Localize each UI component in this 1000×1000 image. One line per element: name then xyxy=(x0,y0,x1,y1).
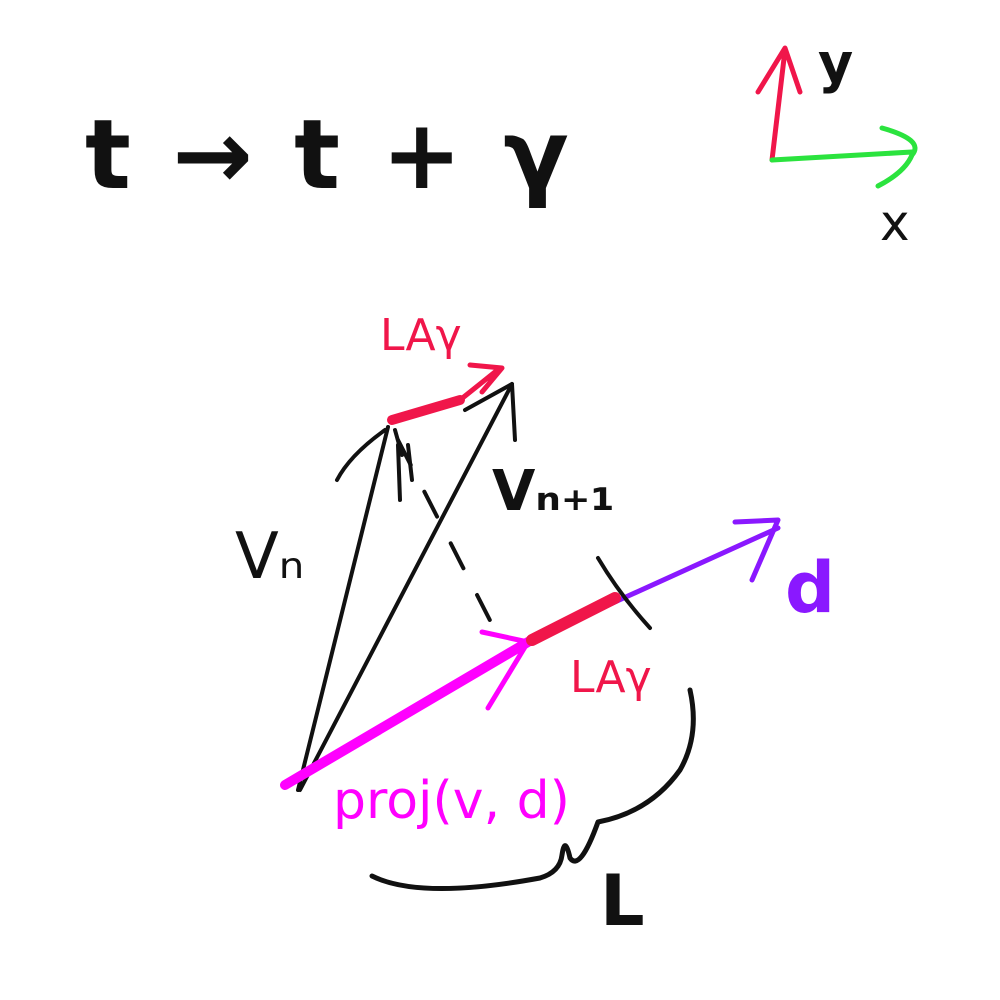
v-n1-arrowhead xyxy=(463,382,517,442)
lat-bottom-end-tick xyxy=(596,556,652,630)
x-axis-label: x xyxy=(880,194,910,252)
lat-top-arrow-line xyxy=(457,362,505,403)
y-axis-arrow xyxy=(755,45,803,163)
v-n-tick-mark xyxy=(396,443,414,502)
time-shift-equation: t → t + γ xyxy=(85,99,573,211)
v-n-label: Vₙ xyxy=(235,520,304,594)
lat-bottom-bar xyxy=(526,592,621,646)
axes-indicator: y x xyxy=(755,32,918,252)
v-n-vector xyxy=(296,425,390,792)
length-label: L xyxy=(600,860,645,942)
lat-top-vector: LAγ xyxy=(380,310,505,425)
perpendicular-dashed-line xyxy=(396,438,502,642)
lat-bottom-segment: LAγ xyxy=(526,556,652,703)
y-axis-label: y xyxy=(818,32,853,95)
lat-top-arrow xyxy=(387,395,465,425)
d-arrowhead xyxy=(732,517,781,583)
v-n1-label: Vₙ₊₁ xyxy=(492,459,615,524)
velocity-vectors xyxy=(296,382,517,792)
projection-line xyxy=(280,637,533,790)
lat-top-label: LAγ xyxy=(380,310,462,361)
length-brace: L xyxy=(369,687,696,942)
v-n-arrowhead xyxy=(335,428,404,482)
v-n1-vector xyxy=(298,382,514,792)
lat-bottom-label: LAγ xyxy=(570,652,652,703)
projection-label: proj(v, d) xyxy=(333,771,570,831)
length-brace-curve xyxy=(369,687,696,891)
d-label: d xyxy=(785,547,835,629)
x-axis-arrow xyxy=(769,125,918,189)
